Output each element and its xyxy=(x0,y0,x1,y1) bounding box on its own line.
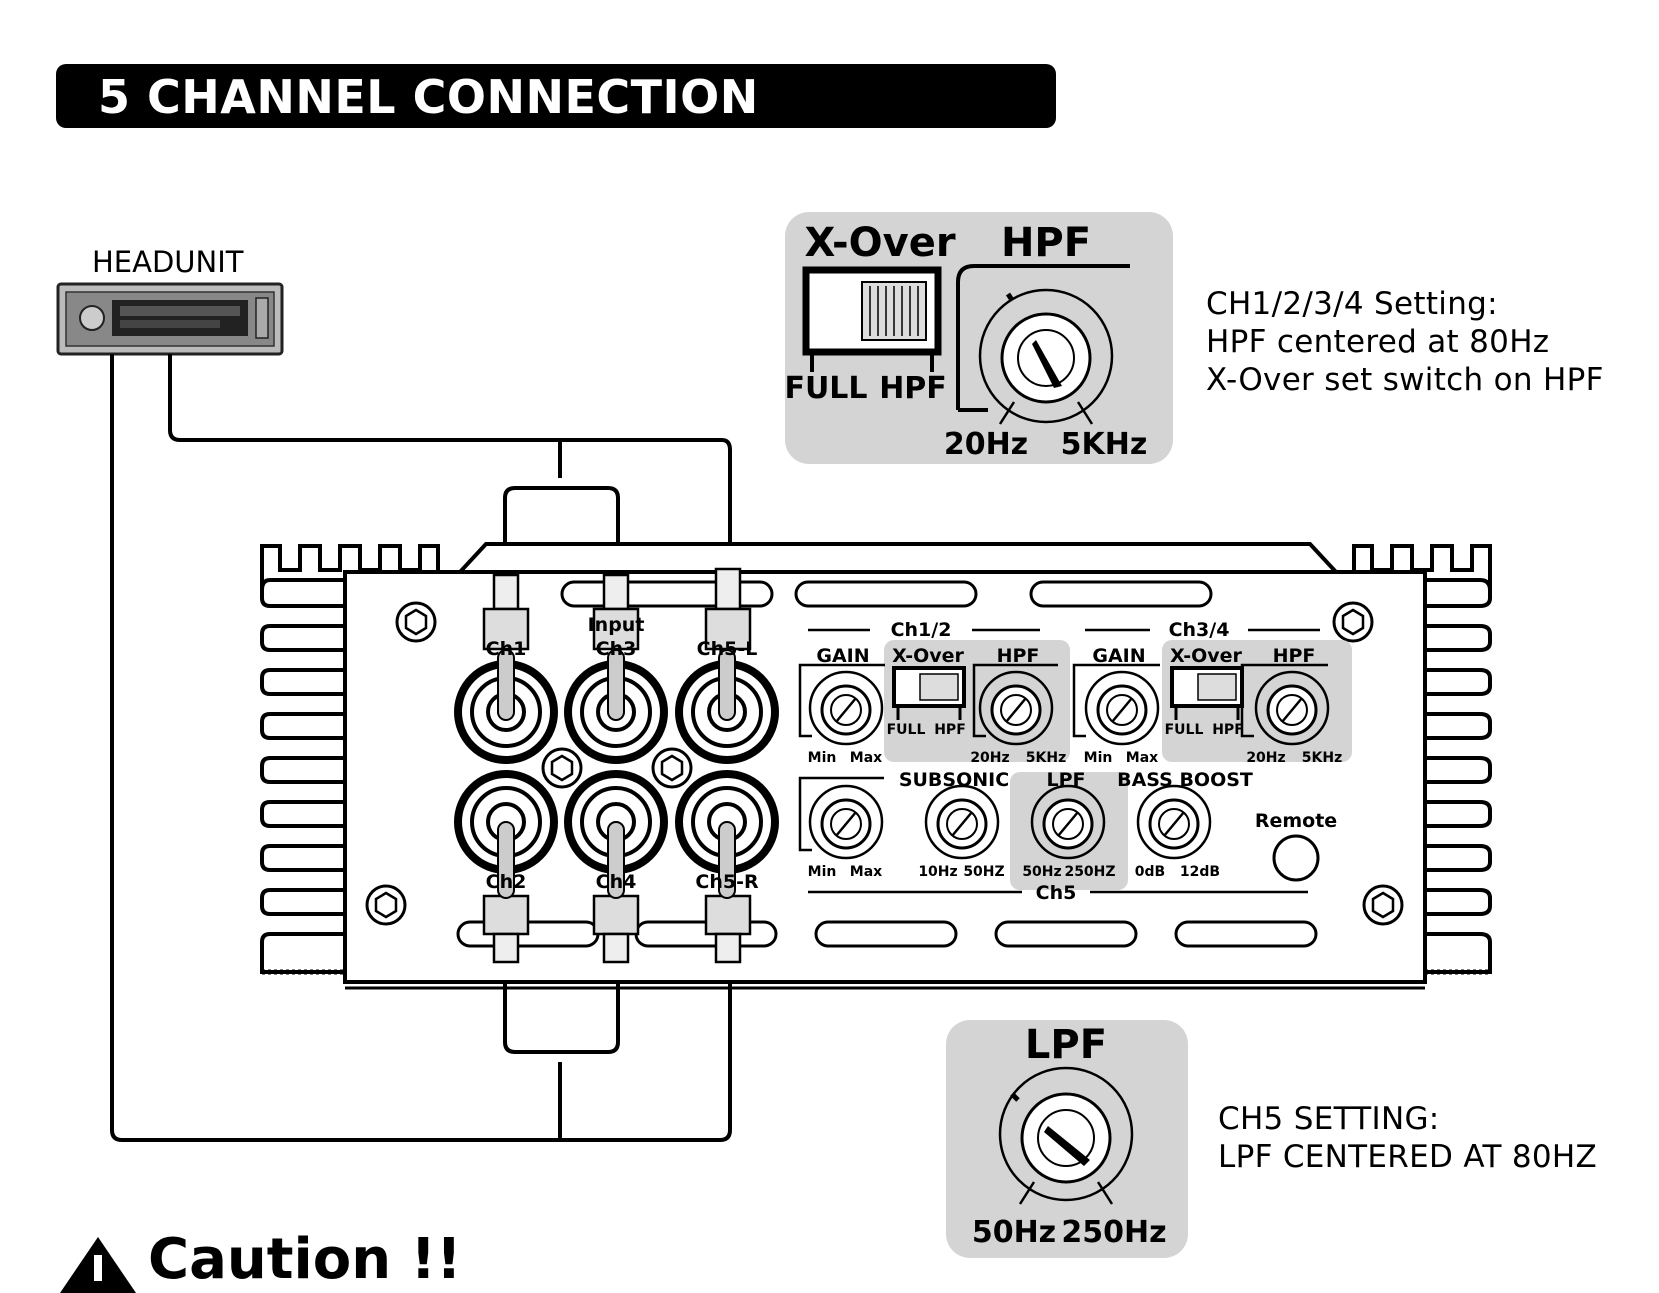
jack-label-ch2: Ch2 xyxy=(486,871,527,893)
jack-label-ch4: Ch4 xyxy=(596,871,637,893)
gain-min-ch34: Min xyxy=(1084,750,1113,766)
section-banner: 5 CHANNEL CONNECTION xyxy=(56,64,1056,128)
bass-boost-max: 12dB xyxy=(1180,864,1220,880)
lpf-callout-title: LPF xyxy=(1025,1022,1107,1068)
lpf-max-amp: 250HZ xyxy=(1064,864,1115,880)
bass-boost-label: BASS BOOST xyxy=(1117,769,1253,791)
hpf-callout-max: 5KHz xyxy=(1061,427,1148,462)
hpf-note-line1: CH1/2/3/4 Setting: xyxy=(1206,286,1498,322)
jack-label-ch5r: Ch5-R xyxy=(695,871,759,893)
lpf-label-amp: LPF xyxy=(1046,769,1085,791)
switch-full-ch34: FULL xyxy=(1165,722,1204,738)
gain-min-ch12: Min xyxy=(808,750,837,766)
hpf-label-ch12: HPF xyxy=(997,645,1040,667)
switch-hpf-ch34: HPF xyxy=(1212,722,1244,738)
lpf-min-amp: 50Hz xyxy=(1022,864,1061,880)
subsonic-min: 10Hz xyxy=(918,864,957,880)
gain-max-ch5: Max xyxy=(850,864,882,880)
hpf-label-ch34: HPF xyxy=(1273,645,1316,667)
group-label-ch12: Ch1/2 xyxy=(891,619,952,641)
jack-label-ch5l: Ch5-L xyxy=(697,638,758,660)
jack-label-ch1: Ch1 xyxy=(486,638,527,660)
hpf-note-line2: HPF centered at 80Hz xyxy=(1206,324,1550,360)
lpf-callout-min: 50Hz xyxy=(972,1215,1056,1250)
headunit-device xyxy=(56,282,284,356)
hpf-note-line3: X-Over set switch on HPF xyxy=(1206,362,1604,398)
headunit-label: HEADUNIT xyxy=(92,245,244,279)
remote-jack xyxy=(1272,834,1320,882)
lpf-note-line2: LPF CENTERED AT 80HZ xyxy=(1218,1139,1598,1175)
gain-label-ch12: GAIN xyxy=(816,645,869,667)
hpf-max-ch12: 5KHz xyxy=(1026,750,1066,766)
rca-wires xyxy=(110,354,732,1142)
hpf-min-ch34: 20Hz xyxy=(1246,750,1285,766)
hpf-note: CH1/2/3/4 Setting: HPF centered at 80Hz … xyxy=(1206,285,1604,399)
switch-full-ch12: FULL xyxy=(887,722,926,738)
jack-label-ch3: Ch3 xyxy=(596,638,637,660)
hpf-callout-switch-full: FULL xyxy=(784,371,867,406)
hpf-callout-min: 20Hz xyxy=(944,427,1028,462)
warning-icon xyxy=(60,1237,136,1293)
hpf-max-ch34: 5KHz xyxy=(1302,750,1342,766)
hpf-callout-title-right: HPF xyxy=(1001,220,1091,266)
hpf-callout xyxy=(785,212,1173,464)
control-panel xyxy=(798,628,1352,894)
subsonic-label: SUBSONIC xyxy=(899,769,1009,791)
hpf-callout-title-left: X-Over xyxy=(804,220,955,266)
input-label: Input xyxy=(588,614,645,636)
rca-plug-top xyxy=(482,567,752,651)
switch-hpf-ch12: HPF xyxy=(934,722,966,738)
gain-max-ch12: Max xyxy=(850,750,882,766)
lpf-callout-max: 250Hz xyxy=(1061,1215,1166,1250)
bass-boost-min: 0dB xyxy=(1135,864,1165,880)
lpf-note: CH5 SETTING: LPF CENTERED AT 80HZ xyxy=(1218,1100,1597,1176)
remote-label: Remote xyxy=(1255,810,1337,832)
gain-max-ch34: Max xyxy=(1126,750,1158,766)
subsonic-max: 50HZ xyxy=(963,864,1004,880)
xover-label-ch34: X-Over xyxy=(1170,645,1242,667)
group-label-ch5: Ch5 xyxy=(1036,882,1077,904)
lpf-callout xyxy=(946,1020,1188,1258)
amplifier xyxy=(260,542,1492,990)
group-label-ch34: Ch3/4 xyxy=(1169,619,1230,641)
knob-icon xyxy=(808,670,1330,860)
rca-jacks xyxy=(454,567,779,964)
xover-label-ch12: X-Over xyxy=(892,645,964,667)
gain-min-ch5: Min xyxy=(808,864,837,880)
gain-label-ch34: GAIN xyxy=(1092,645,1145,667)
page-title: 5 CHANNEL CONNECTION xyxy=(98,70,759,124)
lpf-note-line1: CH5 SETTING: xyxy=(1218,1101,1440,1137)
screw-icon xyxy=(365,601,1404,926)
caution-text: Caution !! xyxy=(148,1227,462,1292)
hpf-callout-switch-hpf: HPF xyxy=(879,371,947,406)
hpf-min-ch12: 20Hz xyxy=(970,750,1009,766)
